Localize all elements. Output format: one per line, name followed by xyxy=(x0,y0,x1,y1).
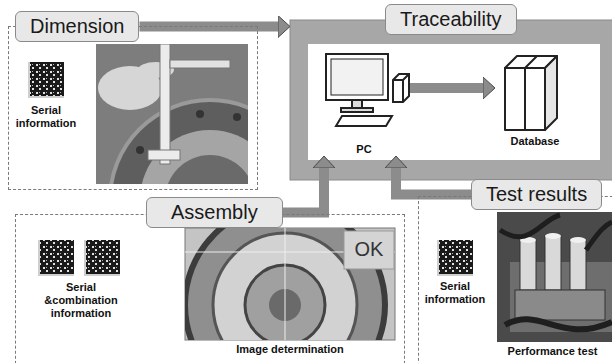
node-label: PC xyxy=(356,143,371,156)
node-label: Database xyxy=(511,135,560,148)
data-matrix xyxy=(38,240,74,276)
traceability-ground xyxy=(290,20,612,180)
icon-caption: Serial &combination information xyxy=(36,281,126,320)
image-caption: Performance test xyxy=(497,345,608,358)
result-badge: OK xyxy=(344,238,394,261)
section-heading: Test results xyxy=(471,179,602,210)
database-icon xyxy=(505,56,557,130)
block-arrow xyxy=(410,83,483,93)
section-heading: Traceability xyxy=(385,4,517,35)
block-arrow xyxy=(396,168,471,195)
section-heading: Dimension xyxy=(15,11,139,42)
data-matrix xyxy=(84,240,120,276)
icon-caption: Serial information xyxy=(419,280,491,306)
data-matrix xyxy=(28,62,64,98)
pc-icon xyxy=(326,54,409,126)
database-node: Database xyxy=(495,48,575,148)
test-bench-photo xyxy=(497,212,612,342)
white-panel xyxy=(308,44,600,160)
icon-caption: Serial information xyxy=(6,104,86,130)
image-caption: Image determination xyxy=(185,343,395,356)
section-heading: Assembly xyxy=(146,197,283,228)
block-arrow xyxy=(283,168,324,213)
data-matrix xyxy=(437,240,473,276)
pc-node: PC xyxy=(318,48,410,156)
inspection-image xyxy=(185,205,395,363)
system-panel: TraceabilityPCDatabase xyxy=(290,20,612,180)
stage-region: Test results xyxy=(418,196,612,363)
